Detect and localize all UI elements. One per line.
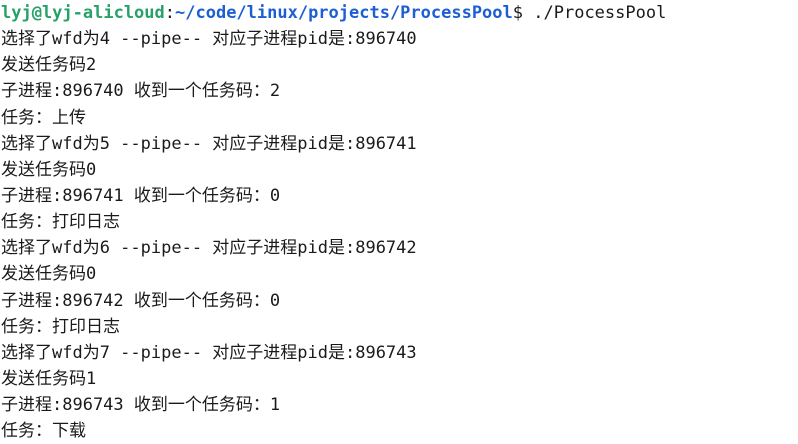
output-line-select-wfd: 选择了wfd为6 --pipe-- 对应子进程pid是:896742	[1, 238, 417, 259]
output-line-task: 任务：打印日志	[1, 212, 120, 233]
output-line-send-code: 发送任务码0	[1, 159, 97, 180]
output-line-child-received: 子进程:896742 收到一个任务码：0	[1, 290, 281, 311]
output-line-task: 任务：上传	[1, 107, 86, 128]
prompt-separator: :	[164, 3, 176, 23]
prompt-path: ~/code/linux/projects/ProcessPool	[175, 3, 513, 23]
output-line-task: 任务：下载	[1, 421, 86, 442]
output-line-send-code: 发送任务码2	[1, 55, 97, 76]
output-line-select-wfd: 选择了wfd为5 --pipe-- 对应子进程pid是:896741	[1, 133, 417, 154]
prompt-symbol: $	[512, 3, 524, 23]
output-line-child-received: 子进程:896743 收到一个任务码：1	[1, 395, 281, 416]
output-line-send-code: 发送任务码1	[1, 368, 97, 389]
output-line-select-wfd: 选择了wfd为7 --pipe-- 对应子进程pid是:896743	[1, 342, 417, 363]
output-line-select-wfd: 选择了wfd为4 --pipe-- 对应子进程pid是:896740	[1, 29, 417, 50]
output-line-send-code: 发送任务码0	[1, 264, 97, 285]
output-line-child-received: 子进程:896740 收到一个任务码：2	[1, 81, 281, 102]
prompt-line: lyj@lyj-alicloud:~/code/linux/projects/P…	[1, 0, 798, 26]
output-line-child-received: 子进程:896741 收到一个任务码：0	[1, 185, 281, 206]
command-text: ./ProcessPool	[523, 3, 667, 23]
prompt-user-host: lyj@lyj-alicloud	[1, 3, 165, 23]
output-line-task: 任务：打印日志	[1, 316, 120, 337]
